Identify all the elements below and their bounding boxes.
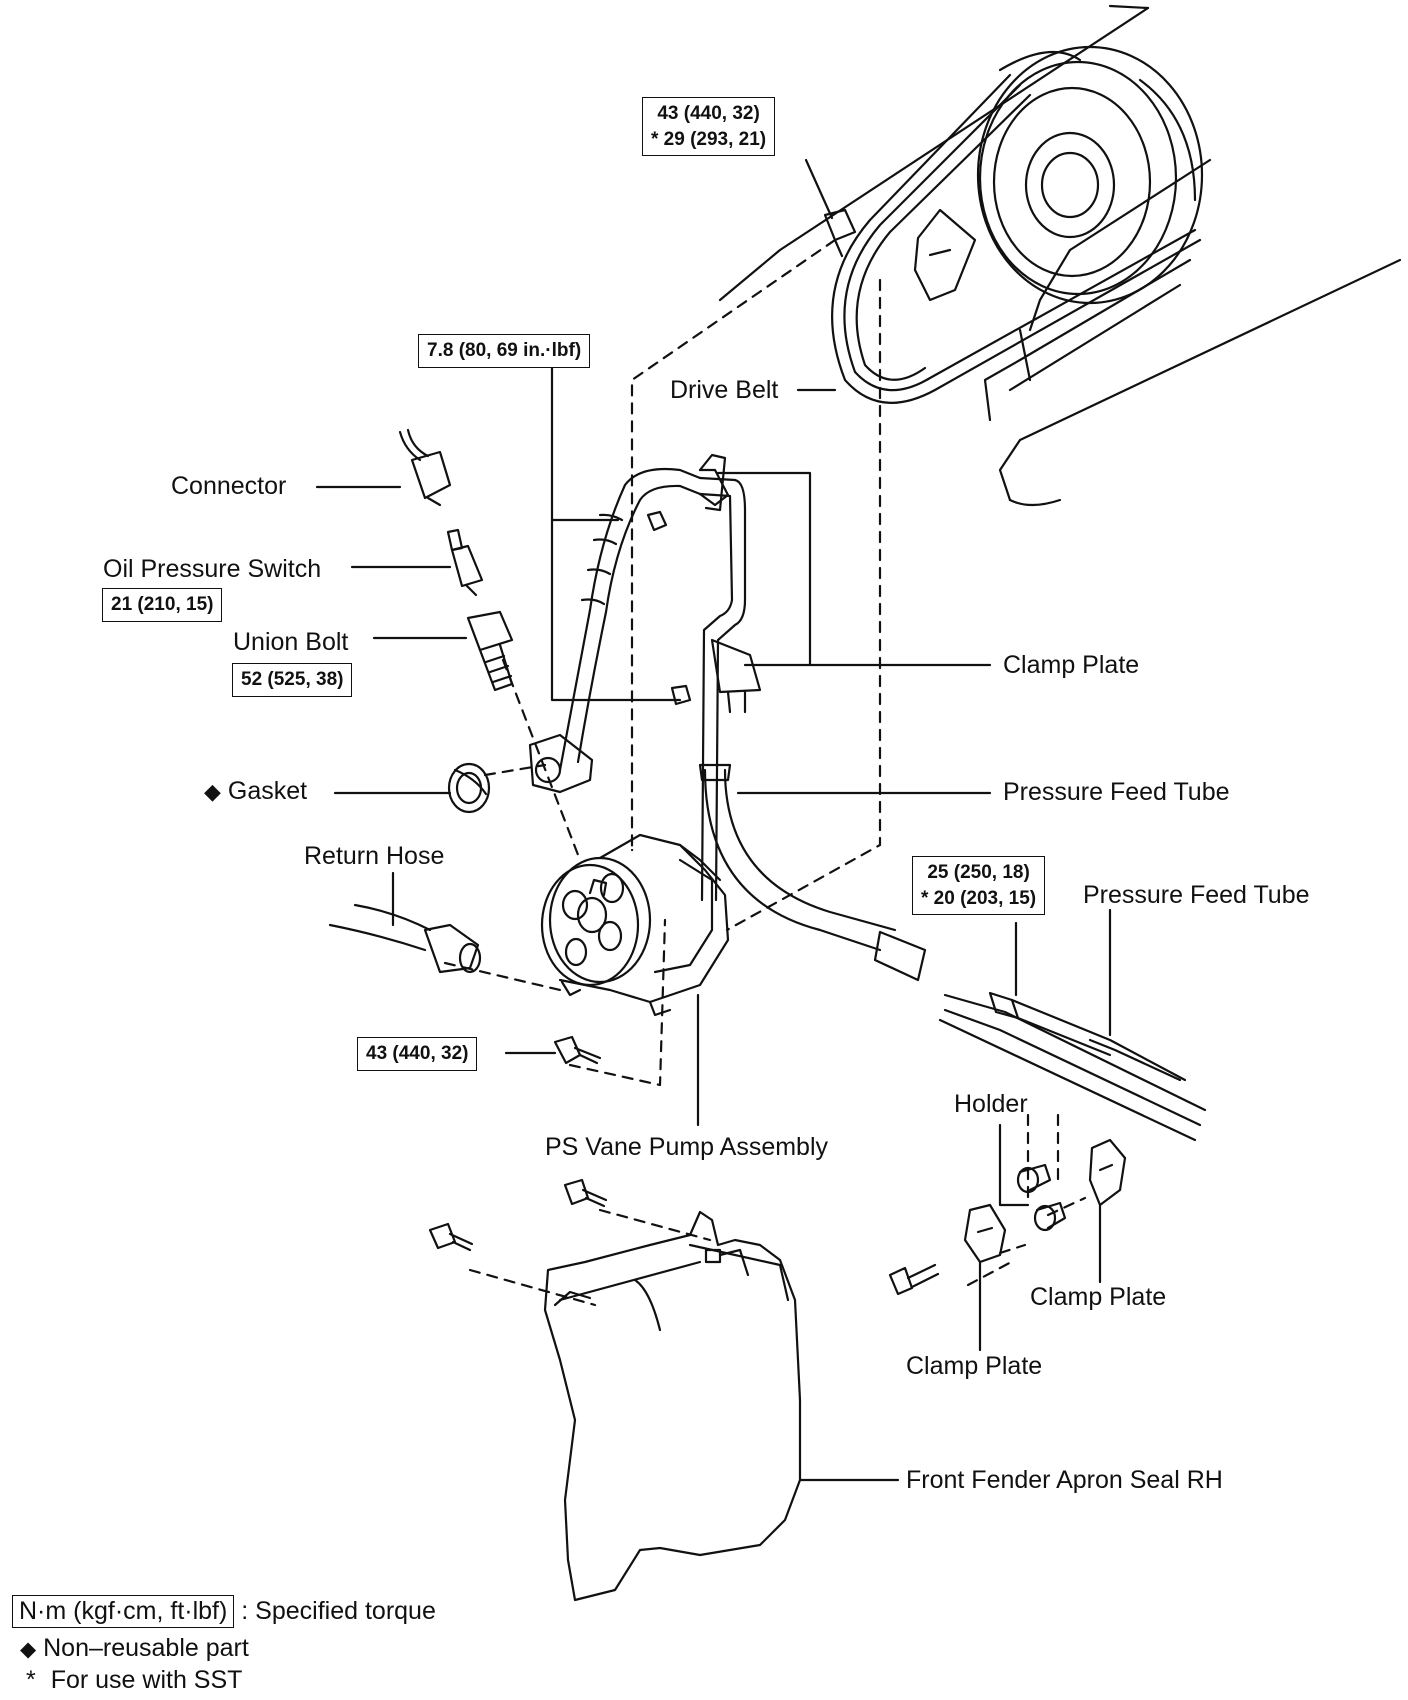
torque-crank-bracket: 43 (440, 32) * 29 (293, 21) <box>642 97 776 157</box>
label-connector: Connector <box>171 472 287 500</box>
label-gasket-text: Gasket <box>227 777 308 805</box>
legend-asterisk-icon: * <box>26 1666 36 1694</box>
legend-non-reusable-text: Non–reusable part <box>43 1634 249 1662</box>
label-clamp-plate-top: Clamp Plate <box>1003 651 1140 679</box>
torque-crank-bracket-line1: 43 (440, 32) <box>657 103 760 124</box>
label-return-hose: Return Hose <box>304 842 445 870</box>
leader-holder <box>998 1123 1030 1207</box>
gasket-part <box>447 762 491 814</box>
legend-diamond-icon: ◆ <box>20 1638 37 1661</box>
torque-feed-tube-line2: * 20 (203, 15) <box>921 887 1037 909</box>
torque-crank-bracket-line2: * 29 (293, 21) <box>651 128 767 150</box>
legend-torque-unit: N·m (kgf·cm, ft·lbf) : Specified torque <box>12 1595 436 1628</box>
label-pressure-feed-tube-2: Pressure Feed Tube <box>1083 881 1310 909</box>
apron-bolt-upper <box>563 1178 608 1208</box>
label-union-bolt: Union Bolt <box>233 628 349 656</box>
label-front-fender-apron-seal: Front Fender Apron Seal RH <box>906 1466 1223 1494</box>
clamp-bolt <box>888 1263 940 1296</box>
torque-feed-tube: 25 (250, 18) * 20 (203, 15) <box>912 856 1046 916</box>
drive-belt <box>831 73 1202 404</box>
torque-pump-bolt: 43 (440, 32) <box>357 1037 478 1071</box>
union-bolt-part <box>466 610 514 692</box>
legend-non-reusable: ◆ Non–reusable part <box>20 1636 249 1661</box>
leader-crank-bracket <box>804 158 834 220</box>
label-pressure-feed-tube-1: Pressure Feed Tube <box>1003 778 1230 806</box>
pressure-feed-tube-upper <box>698 453 747 902</box>
clamp-plate-lower-part <box>963 1203 1007 1264</box>
torque-union-bolt: 52 (525, 38) <box>232 663 353 697</box>
pressure-feed-tube-lower <box>698 763 927 982</box>
engine-block-outline <box>718 4 1402 507</box>
label-gasket: ◆ Gasket <box>204 779 307 804</box>
legend-unit-box: N·m (kgf·cm, ft·lbf) <box>12 1595 235 1628</box>
ps-vane-pump <box>540 833 730 1017</box>
label-clamp-plate-right: Clamp Plate <box>1030 1283 1167 1311</box>
leader-hose-torque <box>550 360 682 702</box>
legend-unit-text: : Specified torque <box>241 1597 436 1625</box>
bracket-bolt <box>823 208 857 258</box>
oil-pressure-switch-part <box>446 528 484 597</box>
legend-sst: * For use with SST <box>26 1668 242 1693</box>
label-holder: Holder <box>954 1090 1028 1118</box>
label-oil-pressure-switch: Oil Pressure Switch <box>103 555 322 583</box>
return-hose-part <box>328 903 482 974</box>
pressure-feed-tube-right <box>938 991 1207 1142</box>
clamp-plate-right-part <box>1088 1138 1127 1207</box>
apron-bolt-lower <box>428 1222 474 1252</box>
torque-oil-pressure-switch: 21 (210, 15) <box>102 588 223 622</box>
torque-feed-tube-line1: 25 (250, 18) <box>927 862 1030 883</box>
torque-hose-union: 7.8 (80, 69 in.·lbf) <box>418 334 591 368</box>
label-clamp-plate-lower: Clamp Plate <box>906 1352 1043 1380</box>
label-ps-vane-pump-assembly: PS Vane Pump Assembly <box>545 1133 829 1161</box>
fender-apron-seal <box>543 1210 802 1602</box>
connector-part <box>398 428 452 507</box>
hose-assembly <box>528 467 730 794</box>
clamp-plate-bracket <box>710 638 762 714</box>
non-reusable-diamond-icon: ◆ <box>204 779 221 804</box>
holder-part <box>1016 1163 1067 1232</box>
leader-clamp-plate-top <box>716 471 992 667</box>
dashed-guides <box>443 238 1087 1307</box>
pump-bolt <box>553 1035 602 1065</box>
label-drive-belt: Drive Belt <box>670 376 779 404</box>
crankshaft-pulley <box>976 45 1204 305</box>
legend-sst-text: For use with SST <box>50 1666 243 1694</box>
